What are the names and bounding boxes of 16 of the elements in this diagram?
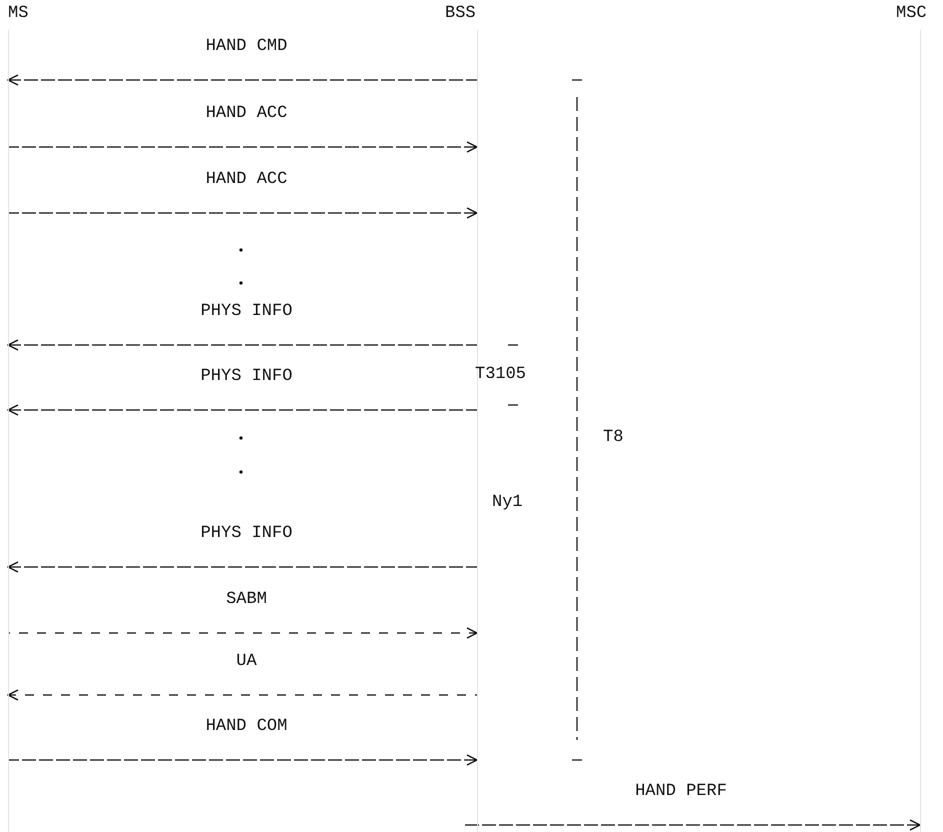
- participant-label: BSS: [445, 4, 477, 24]
- timer-label: Ny1: [492, 493, 523, 513]
- edge-label: PHYS INFO: [200, 524, 292, 544]
- timer-label: T3105: [475, 365, 526, 385]
- edge-label: HAND PERF: [635, 782, 727, 802]
- edge-label: HAND CMD: [206, 37, 288, 57]
- edge-label: PHYS INFO: [200, 367, 292, 387]
- edge-label: SABM: [226, 590, 267, 610]
- edge-label: HAND COM: [206, 717, 288, 737]
- edge-label: UA: [236, 652, 257, 672]
- participant-label: MS: [8, 4, 30, 24]
- edge-label: PHYS INFO: [200, 302, 292, 322]
- timer-label: T8: [603, 428, 624, 448]
- participant-label: MSC: [896, 4, 928, 24]
- edge-label: HAND ACC: [206, 104, 288, 124]
- edge-label: HAND ACC: [206, 170, 288, 190]
